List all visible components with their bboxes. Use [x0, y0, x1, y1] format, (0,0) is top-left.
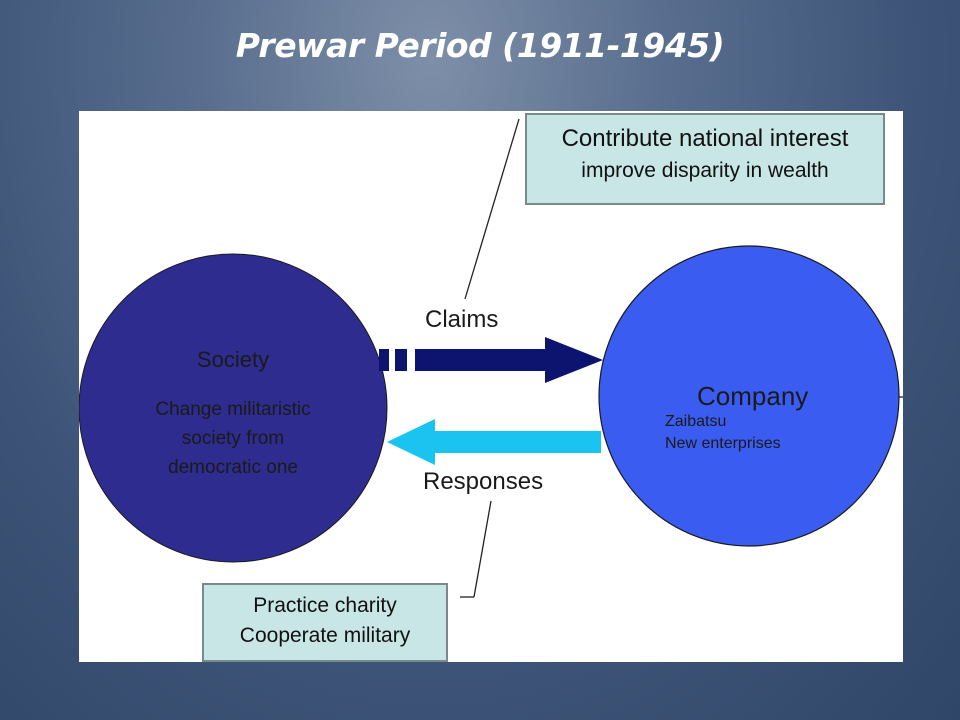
- responses-arrow-head: [387, 419, 435, 465]
- society-line-3: democratic one: [168, 457, 298, 478]
- responses-box-line-2: Cooperate military: [239, 624, 411, 647]
- society-circle: [79, 253, 388, 563]
- responses-label: Responses: [423, 468, 544, 495]
- claims-box-line-2: improve disparity in wealth: [581, 159, 829, 182]
- company-line-1: Zaibatsu: [665, 413, 727, 430]
- claims-callout-line: [464, 118, 520, 300]
- slide-title: Prewar Period (1911-1945): [235, 26, 725, 65]
- claims-arrow: [379, 337, 603, 383]
- responses-box-line-1: Practice charity: [253, 594, 397, 617]
- claims-label: Claims: [425, 306, 499, 333]
- claims-arrow-dash-2: [395, 349, 407, 371]
- company-description: Zaibatsu New enterprises: [665, 411, 781, 455]
- claims-callout-box: Contribute national interest improve dis…: [525, 113, 885, 205]
- responses-arrow-shaft: [431, 431, 601, 453]
- responses-arrow: [387, 419, 601, 465]
- diagram-panel: Claims Responses Society Change militari…: [79, 111, 903, 662]
- company-circle: [598, 245, 900, 547]
- company-title: Company: [697, 381, 809, 411]
- claims-arrow-dash-1: [379, 349, 389, 371]
- company-line-2: New enterprises: [665, 435, 781, 452]
- responses-callout-box: Practice charity Cooperate military: [202, 583, 448, 662]
- diagram-graphics: [79, 118, 903, 598]
- society-title: Society: [196, 347, 270, 372]
- claims-arrow-head: [545, 337, 603, 383]
- society-line-1: Change militaristic: [155, 399, 311, 420]
- claims-box-line-1: Contribute national interest: [561, 125, 849, 152]
- society-line-2: society from: [181, 428, 285, 449]
- claims-arrow-shaft: [415, 349, 549, 371]
- society-description: Change militaristic society from democra…: [79, 395, 387, 482]
- responses-callout-line: [473, 500, 492, 598]
